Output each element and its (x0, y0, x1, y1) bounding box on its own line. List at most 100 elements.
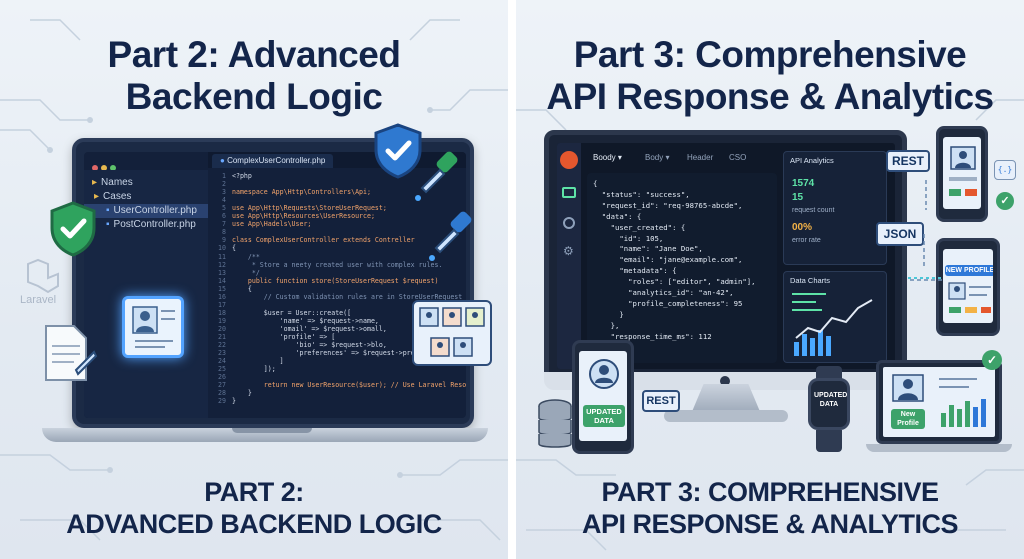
monitor-screen: ⚙ Boody ▾ Body ▾ Header CSO { "status": … (557, 143, 895, 369)
phone-bottom-screen: UPDATED DATA (579, 351, 627, 441)
code-line: 'profile' => [ (232, 333, 336, 341)
tree-item[interactable]: ▪PostController.php (84, 218, 208, 232)
analytics-error-rate: 00% (792, 222, 813, 233)
code-line: */ (232, 268, 260, 277)
api-analytics-card: API Analytics 1574 15 request count 00% … (783, 151, 887, 265)
laravel-label: Laravel (20, 294, 57, 306)
php-file-icon: ● (220, 156, 225, 165)
file-icon: ▪ (106, 219, 110, 230)
gear-icon[interactable]: ⚙ (563, 244, 574, 258)
app-logo-icon[interactable] (560, 151, 578, 169)
user-profile-card (122, 296, 184, 358)
analytics-requests-label: request count (792, 207, 835, 214)
tab-cso[interactable]: CSO (729, 153, 747, 162)
code-line: class ComplexUserController extends Cont… (232, 236, 415, 245)
code-line: use App\Http\Requests\StoreUserRequest; (232, 204, 387, 213)
user-avatar-icon (132, 306, 175, 348)
left-subtitle-line2: ADVANCED BACKEND LOGIC (66, 509, 442, 539)
folder-icon: ▸ (94, 191, 100, 202)
tree-item-label: Cases (103, 191, 132, 202)
smartwatch: UPDATED DATA (804, 366, 854, 454)
small-laptop-screen: New Profile (883, 367, 995, 437)
line-number: 15 (218, 284, 226, 293)
code-line: $user = User::create([ (232, 308, 352, 317)
code-line: 'name' => $request->name, (232, 316, 379, 325)
close-dot-icon[interactable] (92, 165, 98, 171)
app-sidebar: ⚙ (557, 143, 581, 369)
tab-boody[interactable]: Boody ▾ (593, 153, 622, 162)
code-line: use App\Http\Resources\UserResource; (232, 212, 375, 221)
code-line: * Store a neety created user with comple… (232, 260, 443, 269)
connector-arrows (908, 180, 942, 281)
dropper-icon (429, 211, 472, 261)
right-subtitle-line2: API RESPONSE & ANALYTICS (581, 509, 959, 539)
json-label: JSON (876, 222, 924, 246)
tree-item[interactable]: ▪UserController.php (84, 204, 208, 218)
code-line: use App\Hadels\User; (232, 220, 312, 229)
line-number: 4 (222, 196, 226, 205)
line-number: 6 (222, 212, 226, 221)
line-number: 10 (218, 244, 226, 253)
line-number: 12 (218, 260, 226, 269)
line-number: 3 (222, 188, 226, 197)
tree-item[interactable]: ▸Cases (84, 190, 208, 204)
small-laptop: New Profile (876, 360, 1002, 444)
json-response-panel (587, 173, 777, 363)
tab-body[interactable]: Body ▾ (645, 153, 670, 162)
line-number: 25 (218, 365, 226, 374)
code-glyph: {.} (997, 165, 1013, 174)
line-number: 16 (218, 292, 226, 301)
json-line: "metadata": { (593, 266, 677, 276)
json-line: "status": "success", (593, 189, 690, 199)
folder-open-icon: ▸ (92, 177, 98, 188)
code-line: 'bio' => $request->blo, (232, 341, 387, 350)
check-circle-icon: ✓ (996, 192, 1014, 210)
gauge-icon[interactable] (563, 217, 575, 229)
users-grid-icon (419, 307, 485, 357)
code-line: { (232, 244, 236, 253)
data-charts-title: Data Charts (790, 276, 831, 285)
json-line: "profile_completeness": 95 (593, 298, 743, 308)
monitor-stand-base (664, 410, 788, 422)
analytics-total: 1574 (792, 178, 815, 189)
line-number: 20 (218, 324, 226, 333)
tree-item-label: Names (101, 177, 133, 188)
left-panel: Part 2: Advanced Backend Logic Laravel ●… (0, 0, 508, 559)
window-controls (92, 158, 119, 176)
monitor-stand (691, 384, 761, 414)
browser-icon[interactable] (562, 187, 576, 198)
monitor: ⚙ Boody ▾ Body ▾ Header CSO { "status": … (544, 130, 907, 382)
code-line: } (232, 389, 252, 398)
line-number: 21 (218, 333, 226, 341)
tab-complex-user-controller[interactable]: ● ComplexUserController.php (212, 154, 334, 168)
watch-face: UPDATED DATA (808, 378, 850, 430)
code-line: 'preferences' => $request->preferences (232, 349, 447, 358)
tree-item[interactable]: ▸Names (84, 176, 208, 190)
line-number: 9 (222, 236, 226, 245)
user-avatar-icon (589, 359, 619, 389)
line-number: 26 (218, 373, 226, 382)
left-subtitle: PART 2: ADVANCED BACKEND LOGIC (0, 476, 508, 540)
left-title-line2: Backend Logic (125, 76, 383, 117)
code-bubble: {.} (994, 160, 1016, 180)
code-line: // Custom validation rules are in StoreU… (232, 292, 463, 301)
line-number: 14 (218, 276, 226, 285)
json-line: }, (593, 320, 620, 330)
json-line: { (593, 179, 598, 188)
json-line: "name": "Jane Doe", (593, 244, 703, 254)
maximize-dot-icon[interactable] (110, 165, 116, 171)
json-line: "id": 105, (593, 233, 664, 243)
line-number: 24 (218, 357, 226, 366)
panel-divider (508, 0, 516, 559)
tablet-right-screen: NEW PROFILE (943, 249, 993, 323)
code-line: } (232, 397, 236, 406)
minimize-dot-icon[interactable] (101, 165, 107, 171)
phone-top (936, 126, 988, 222)
line-number: 2 (222, 180, 226, 189)
tab-header[interactable]: Header (687, 153, 714, 162)
json-line: "email": "jane@example.com", (593, 255, 743, 265)
profile-card-icon (948, 282, 991, 313)
line-number: 23 (218, 349, 226, 358)
data-charts-card: Data Charts (783, 271, 887, 363)
shield-check-icon (374, 123, 422, 179)
